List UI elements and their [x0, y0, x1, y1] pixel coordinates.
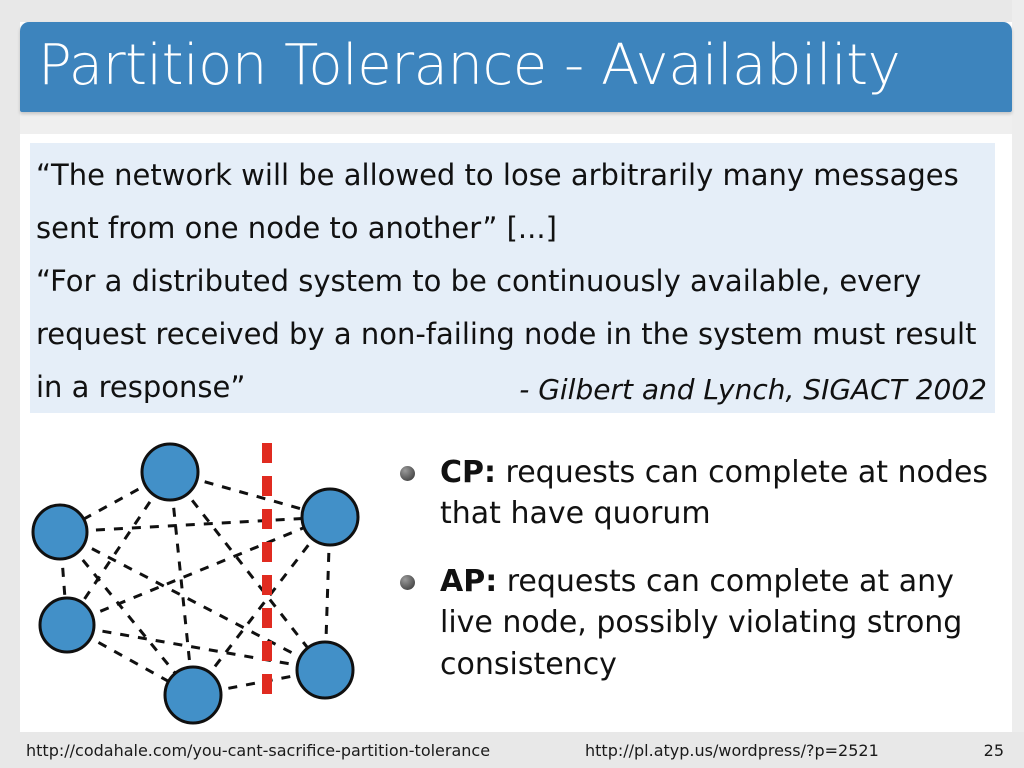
- page-number: 25: [983, 740, 1004, 760]
- slide-frame-right: [1012, 0, 1024, 768]
- list-item: AP: requests can complete at any live no…: [398, 561, 1008, 685]
- graph-edge: [59, 515, 331, 534]
- partition-line: [262, 443, 272, 694]
- graph-node: [31, 503, 89, 561]
- partition-dash: [262, 476, 272, 496]
- bullet-text-cp: CP: requests can complete at nodes that …: [440, 452, 1008, 535]
- title-bar: Partition Tolerance - Availability: [20, 22, 1012, 112]
- graph-node: [295, 640, 355, 700]
- network-graph-svg: [31, 442, 360, 725]
- page-title: Partition Tolerance - Availability: [38, 33, 901, 99]
- partition-dash: [262, 509, 272, 529]
- slide-frame-band: [20, 112, 1012, 134]
- footer: http://codahale.com/you-cant-sacrifice-p…: [0, 732, 1024, 768]
- partition-dash: [262, 575, 272, 595]
- bullet-sphere-icon: [400, 466, 415, 481]
- partition-dash: [262, 443, 272, 463]
- graph-edge: [66, 515, 331, 627]
- bullet-label-ap: AP:: [440, 563, 498, 599]
- graph-edge: [66, 623, 326, 672]
- quote-line-3: “For a distributed system to be continuo…: [36, 264, 922, 298]
- quote-line-5: in a response”: [36, 370, 246, 404]
- graph-node: [140, 442, 200, 502]
- partition-dash: [262, 674, 272, 694]
- partition-dash: [262, 608, 272, 628]
- graph-edge: [168, 471, 195, 696]
- graph-node: [163, 665, 223, 725]
- graph-edge: [59, 530, 326, 672]
- graph-node: [300, 487, 360, 547]
- graph-edge: [191, 516, 332, 696]
- slide-frame-top: [0, 0, 1024, 22]
- partitioned-network-diagram: [20, 425, 390, 730]
- bullet-body-cp: requests can complete at nodes that have…: [440, 455, 989, 532]
- bullet-label-cp: CP:: [440, 455, 497, 490]
- quote-line-4: request received by a non-failing node i…: [36, 317, 977, 351]
- quote-panel: “The network will be allowed to lose arb…: [30, 143, 995, 413]
- quote-line-1: “The network will be allowed to lose arb…: [36, 158, 959, 192]
- bullet-sphere-icon: [400, 574, 415, 590]
- quote-line-2: sent from one node to another” [...]: [36, 211, 557, 245]
- slide-frame-left: [0, 0, 20, 768]
- bullet-list: CP: requests can complete at nodes that …: [398, 452, 1008, 711]
- list-item: CP: requests can complete at nodes that …: [398, 452, 1008, 535]
- partition-dash: [262, 641, 272, 661]
- graph-node-layer: [31, 442, 360, 725]
- graph-edge: [168, 471, 327, 671]
- graph-node: [38, 596, 96, 654]
- bullet-body-ap: requests can complete at any live node, …: [440, 563, 963, 682]
- partition-dash: [262, 542, 272, 562]
- footer-source-link-1[interactable]: http://codahale.com/you-cant-sacrifice-p…: [26, 740, 491, 760]
- graph-edge-layer: [58, 470, 332, 697]
- bullet-text-ap: AP: requests can complete at any live no…: [440, 561, 1008, 685]
- graph-edge: [65, 471, 172, 626]
- slide-frame-bottom: [0, 732, 1024, 768]
- quote-attribution: - Gilbert and Lynch, SIGACT 2002: [519, 373, 987, 406]
- footer-source-link-2[interactable]: http://pl.atyp.us/wordpress/?p=2521: [585, 740, 879, 760]
